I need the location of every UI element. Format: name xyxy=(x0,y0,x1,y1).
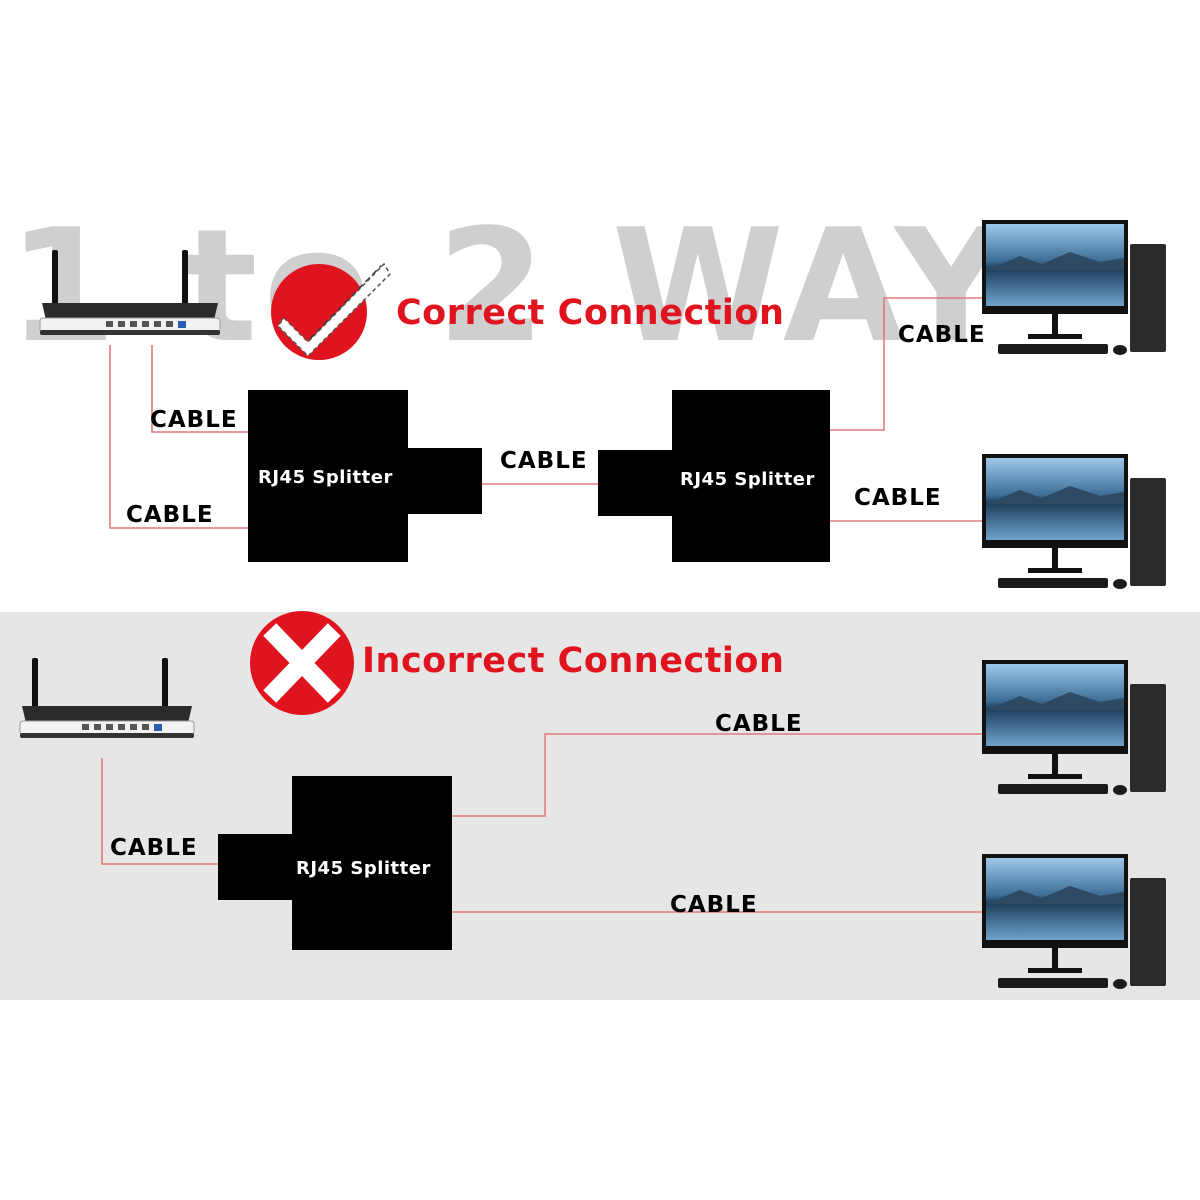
cable-line-router-splitter-bottom xyxy=(109,345,248,529)
cable-line-incorrect-top xyxy=(452,733,985,817)
rj45-splitter-left-plug xyxy=(408,448,482,514)
desktop-computer-icon xyxy=(982,454,1166,589)
correct-heading: Correct Connection xyxy=(396,293,785,333)
background-title: 1 to 2 WAY xyxy=(8,195,1014,377)
cable-label: CABLE xyxy=(898,322,986,348)
cable-label: CABLE xyxy=(500,448,588,474)
rj45-splitter-left xyxy=(248,390,408,562)
desktop-computer-icon xyxy=(982,220,1166,355)
cable-label: CABLE xyxy=(854,485,942,511)
splitter-right-label: RJ45 Splitter xyxy=(680,469,815,490)
desktop-computer-icon xyxy=(982,854,1166,989)
cable-label: CABLE xyxy=(670,892,758,918)
router-icon xyxy=(39,250,221,335)
incorrect-heading: Incorrect Connection xyxy=(362,641,785,681)
cable-label: CABLE xyxy=(110,835,198,861)
check-mark-icon xyxy=(271,262,391,360)
x-mark-icon xyxy=(250,611,354,715)
desktop-computer-icon xyxy=(982,660,1166,795)
cable-label: CABLE xyxy=(150,407,238,433)
rj45-splitter-right-plug xyxy=(598,450,672,516)
splitter-left-label: RJ45 Splitter xyxy=(258,467,393,488)
cable-label: CABLE xyxy=(126,502,214,528)
cable-line-router-splitter-top xyxy=(151,345,248,433)
cable-label: CABLE xyxy=(715,711,803,737)
router-icon xyxy=(19,658,195,738)
cable-line-to-computer-top xyxy=(830,297,985,431)
rj45-splitter xyxy=(292,776,452,950)
cable-line-incorrect-router xyxy=(101,758,218,865)
rj45-splitter-plug xyxy=(218,834,292,900)
splitter-label: RJ45 Splitter xyxy=(296,858,431,879)
rj45-splitter-right xyxy=(672,390,830,562)
